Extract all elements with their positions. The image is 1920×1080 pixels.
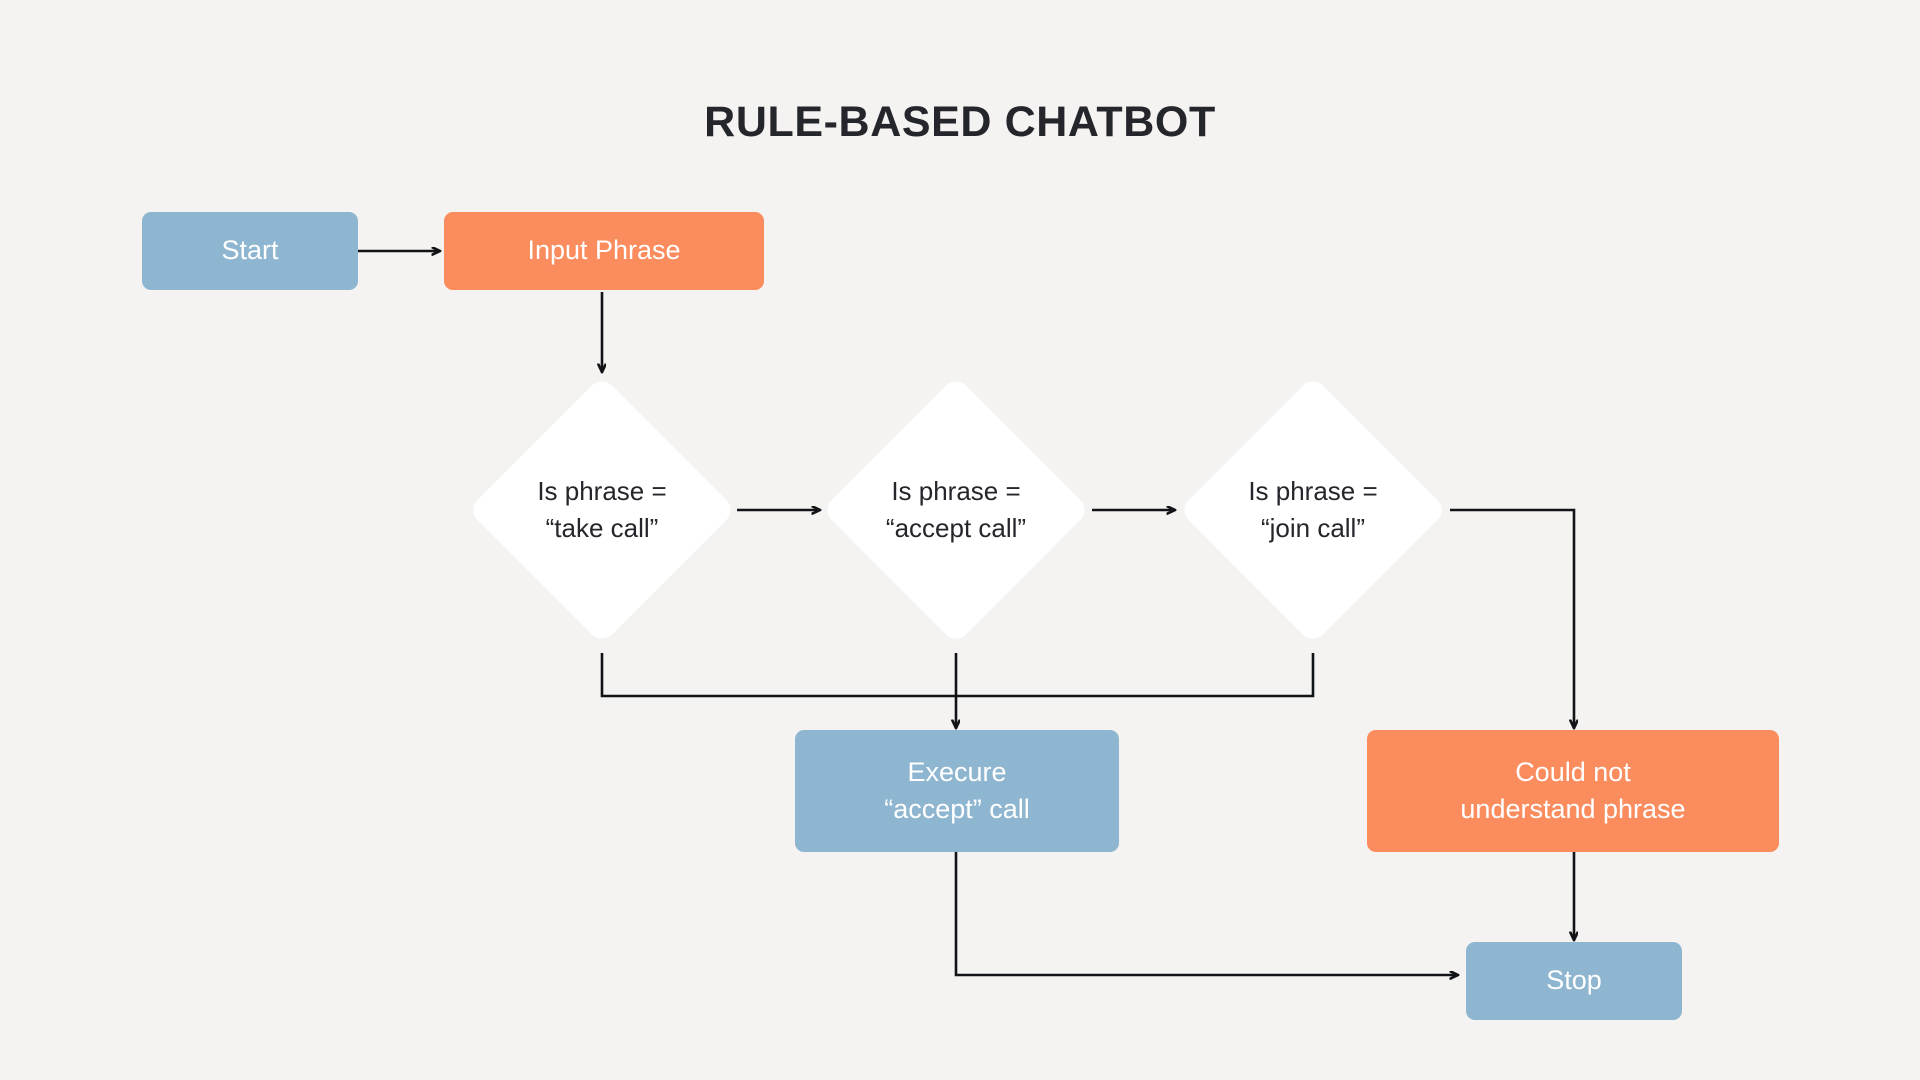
node-decision-join-call-label: Is phrase = “join call” — [1248, 476, 1378, 543]
node-start[interactable]: Start — [142, 212, 358, 290]
node-could-not-understand[interactable]: Could not understand phrase — [1367, 730, 1779, 852]
edge-decision-join-call-to-execute — [956, 653, 1315, 698]
edge-decision-join-call-to-could-not-understand — [1450, 508, 1574, 728]
node-decision-accept-call[interactable]: Is phrase = “accept call” — [821, 375, 1091, 645]
node-decision-take-call-label: Is phrase = “take call” — [537, 476, 667, 543]
node-stop[interactable]: Stop — [1466, 942, 1682, 1020]
edge-decision-take-call-to-execute — [600, 653, 956, 698]
edge-execute-to-stop — [954, 852, 1458, 975]
node-input-phrase[interactable]: Input Phrase — [444, 212, 764, 290]
node-decision-join-call[interactable]: Is phrase = “join call” — [1178, 375, 1448, 645]
node-decision-take-call[interactable]: Is phrase = “take call” — [467, 375, 737, 645]
node-execute-accept-call[interactable]: Execure “accept” call — [795, 730, 1119, 852]
node-decision-accept-call-label: Is phrase = “accept call” — [885, 476, 1027, 543]
page-title: RULE-BASED CHATBOT — [704, 98, 1216, 146]
